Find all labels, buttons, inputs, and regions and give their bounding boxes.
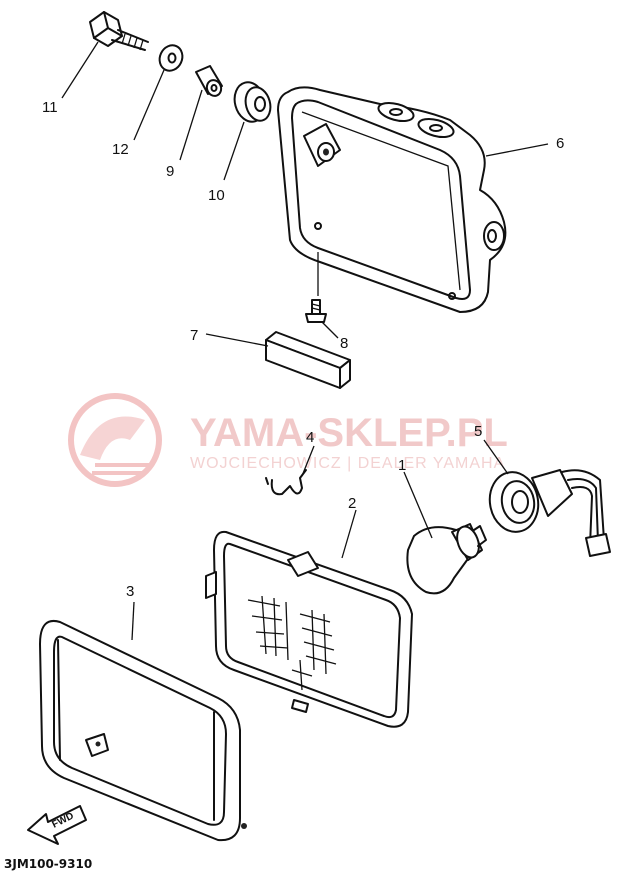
part-number-9: 9	[166, 163, 174, 180]
watermark-logo-icon	[68, 393, 162, 487]
forward-arrow-icon: FWD	[27, 805, 87, 845]
part-number-8: 8	[340, 335, 348, 352]
bulb-socket-part	[483, 439, 611, 557]
washer-part	[133, 44, 184, 141]
grommet-part	[223, 81, 272, 181]
part-number-1: 1	[398, 457, 406, 474]
part-number-7: 7	[190, 327, 198, 344]
part-number-10: 10	[208, 187, 225, 204]
watermark-subtitle: WOJCIECHOWICZ | DEALER YAMAHA	[190, 455, 505, 472]
diagram-code: 3JM100-9310	[4, 857, 92, 871]
watermark-title: YAMA-SKLEP.PL	[190, 411, 508, 455]
rubber-block-part	[205, 331, 351, 389]
part-number-11: 11	[42, 99, 58, 116]
part-number-6: 6	[556, 135, 564, 152]
watermark: YAMA-SKLEP.PL WOJCIECHOWICZ | DEALER YAM…	[68, 393, 508, 487]
lens-unit-part	[205, 509, 413, 728]
screw-part	[305, 299, 339, 339]
bolt-part	[61, 11, 149, 99]
part-number-4: 4	[306, 429, 314, 446]
part-number-5: 5	[474, 423, 482, 440]
part-number-3: 3	[126, 583, 134, 600]
part-number-2: 2	[348, 495, 356, 512]
spring-clip-part	[265, 445, 315, 496]
rim-part	[39, 601, 247, 842]
collar-part	[179, 65, 223, 161]
part-number-12: 12	[112, 141, 129, 158]
housing-part	[277, 86, 549, 313]
bulb-part	[403, 471, 487, 595]
